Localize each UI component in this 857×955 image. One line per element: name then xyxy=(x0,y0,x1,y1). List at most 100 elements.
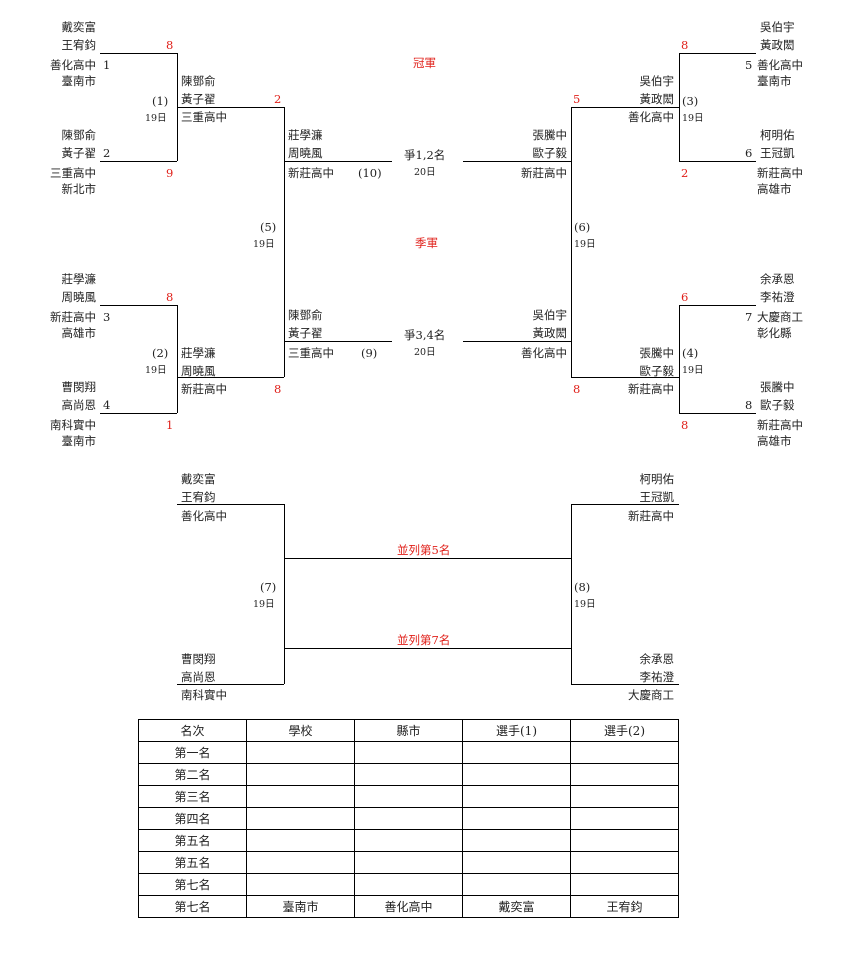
city-name: 高雄市 xyxy=(757,434,792,448)
table-cell: 戴奕富 xyxy=(462,895,571,918)
line-p4 xyxy=(100,413,177,414)
match-date: 19日 xyxy=(253,599,275,610)
player-name: 周曉風 xyxy=(181,364,216,378)
player-name: 曹閔翔 xyxy=(61,380,97,394)
match-label: (2) xyxy=(152,346,169,360)
column-header: 選手(2) xyxy=(570,719,679,742)
line-m8-top xyxy=(571,504,679,505)
school-name: 新莊高中 xyxy=(628,382,674,396)
table-cell xyxy=(246,829,355,852)
table-row: 第五名 xyxy=(138,829,679,852)
score: 2 xyxy=(681,166,689,180)
player-name: 黃政閎 xyxy=(639,92,675,106)
match-label: (4) xyxy=(682,346,699,360)
player-name: 歐子毅 xyxy=(760,398,795,412)
player-name: 陳鄧俞 xyxy=(181,74,216,88)
table-cell xyxy=(354,741,463,764)
city-name: 臺南市 xyxy=(61,74,97,88)
match-date: 19日 xyxy=(574,239,596,250)
seed-number: 6 xyxy=(745,146,753,160)
line-m2-winner xyxy=(177,377,284,378)
line-p7 xyxy=(679,305,756,306)
table-cell xyxy=(246,807,355,830)
table-cell xyxy=(462,741,571,764)
match-label: (1) xyxy=(152,94,169,108)
player-name: 李祐澄 xyxy=(639,670,675,684)
line-m2 xyxy=(177,305,178,413)
table-row: 第三名 xyxy=(138,785,679,808)
table-cell xyxy=(462,807,571,830)
table-cell xyxy=(570,785,679,808)
line-m1-winner xyxy=(177,107,284,108)
table-cell: 臺南市 xyxy=(246,895,355,918)
school-name: 大慶商工 xyxy=(757,310,803,324)
table-cell xyxy=(462,851,571,874)
line-m7-top xyxy=(177,504,284,505)
table-cell xyxy=(246,785,355,808)
seventh-place-label: 並列第7名 xyxy=(397,633,451,647)
rank-cell: 第五名 xyxy=(138,829,247,852)
third-match-number: (9) xyxy=(361,346,378,360)
player-name: 莊學濂 xyxy=(61,272,97,286)
table-cell xyxy=(354,851,463,874)
table-row: 第四名 xyxy=(138,807,679,830)
rank-cell: 第七名 xyxy=(138,873,247,896)
table-cell xyxy=(246,851,355,874)
match-date: 19日 xyxy=(682,365,704,376)
match-date: 19日 xyxy=(145,113,167,124)
line-m6 xyxy=(571,107,572,377)
player-name: 高尚恩 xyxy=(61,398,97,412)
city-name: 高雄市 xyxy=(61,326,97,340)
column-header: 縣市 xyxy=(354,719,463,742)
school-name: 三重高中 xyxy=(50,166,96,180)
city-name: 高雄市 xyxy=(757,182,792,196)
seed-number: 4 xyxy=(103,398,111,412)
player-name: 吳伯宇 xyxy=(760,20,795,34)
line-third-left xyxy=(284,341,392,342)
table-row: 第五名 xyxy=(138,851,679,874)
table-cell xyxy=(570,741,679,764)
match-date: 19日 xyxy=(253,239,275,250)
score: 9 xyxy=(166,166,174,180)
champion-title: 冠軍 xyxy=(413,56,436,70)
player-name: 黃子翟 xyxy=(288,326,323,340)
player-name: 陳鄧俞 xyxy=(288,308,323,322)
score: 8 xyxy=(681,418,689,432)
table-cell xyxy=(246,741,355,764)
table-cell xyxy=(354,829,463,852)
match-label: (5) xyxy=(260,220,277,234)
player-name: 王冠凱 xyxy=(760,146,795,160)
column-header: 選手(1) xyxy=(462,719,571,742)
school-name: 新莊高中 xyxy=(288,166,334,180)
third-label: 爭3,4名 xyxy=(404,328,446,342)
player-name: 王冠凱 xyxy=(639,490,675,504)
player-name: 黃子翟 xyxy=(61,146,97,160)
table-cell: 善化高中 xyxy=(354,895,463,918)
table-cell xyxy=(246,763,355,786)
column-header: 名次 xyxy=(138,719,247,742)
seed-number: 1 xyxy=(103,58,111,72)
school-name: 三重高中 xyxy=(181,110,227,124)
school-name: 善化高中 xyxy=(628,110,674,124)
player-name: 周曉風 xyxy=(288,146,323,160)
player-name: 柯明佑 xyxy=(639,472,675,486)
player-name: 歐子毅 xyxy=(532,146,568,160)
player-name: 余承恩 xyxy=(760,272,795,286)
table-header-row: 名次 學校 縣市 選手(1) 選手(2) xyxy=(138,719,679,742)
fifth-place-label: 並列第5名 xyxy=(397,543,451,557)
line-p8 xyxy=(679,413,756,414)
table-cell xyxy=(246,873,355,896)
player-name: 莊學濂 xyxy=(181,346,216,360)
player-name: 王宥鈞 xyxy=(61,38,97,52)
match-date: 19日 xyxy=(145,365,167,376)
table-cell xyxy=(570,807,679,830)
line-p5 xyxy=(679,53,756,54)
player-name: 張騰中 xyxy=(760,380,795,394)
table-cell xyxy=(354,807,463,830)
table-cell xyxy=(570,851,679,874)
column-header: 學校 xyxy=(246,719,355,742)
table-cell xyxy=(354,785,463,808)
player-name: 張騰中 xyxy=(532,128,568,142)
match-label: (6) xyxy=(574,220,591,234)
city-name: 臺南市 xyxy=(757,74,792,88)
